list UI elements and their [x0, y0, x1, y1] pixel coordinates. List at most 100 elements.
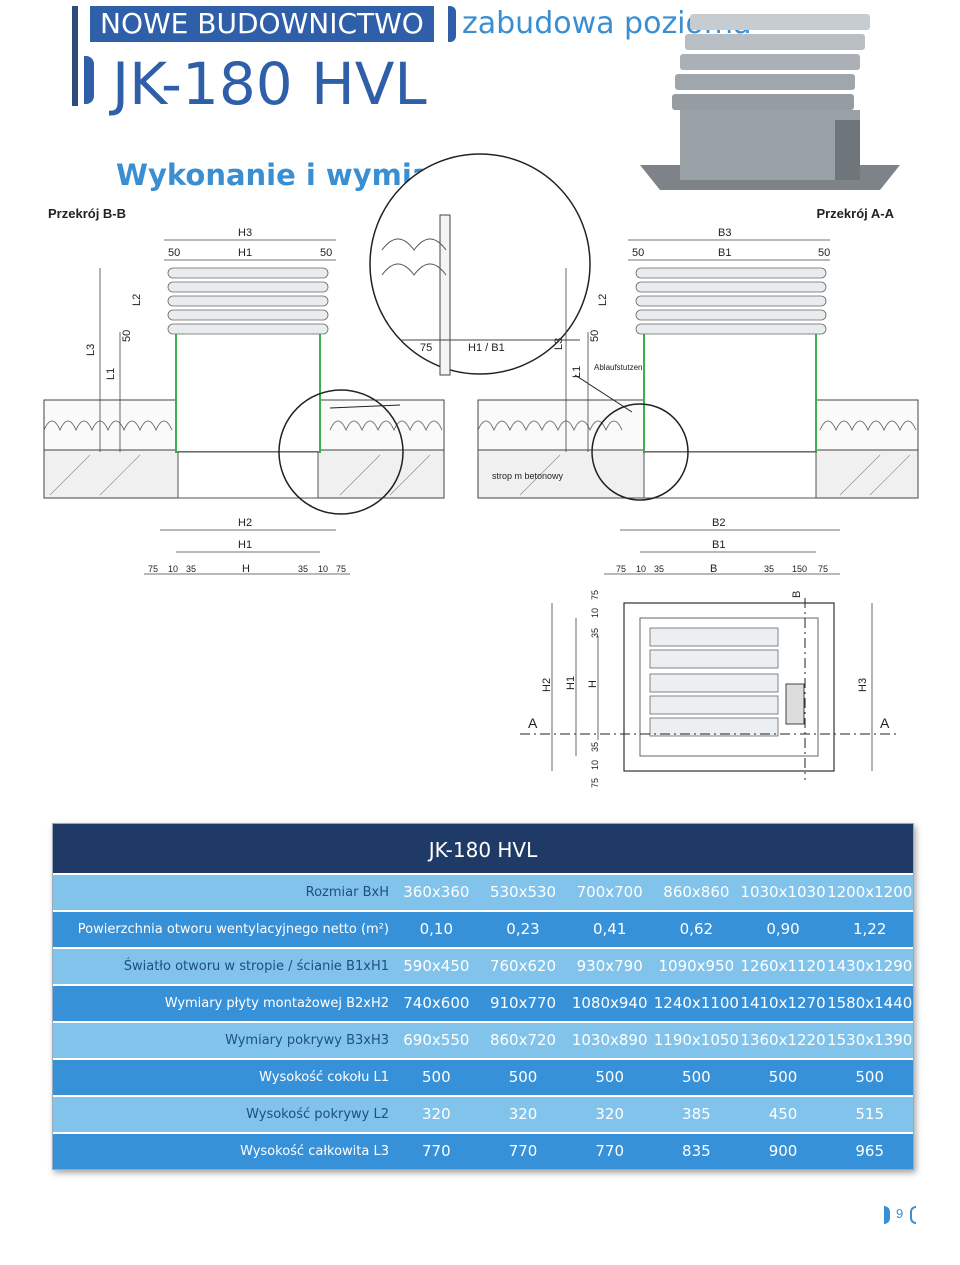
row-label: Wymiary płyty montażowej B2xH2 — [164, 996, 389, 1011]
cell: 1030x1030 — [740, 883, 826, 901]
cell: 1080x940 — [571, 994, 648, 1012]
dim-l3-left: L3 — [85, 344, 97, 356]
cell: 360x360 — [403, 883, 470, 901]
cell: 770 — [508, 1142, 538, 1160]
plan-h3: H3 — [857, 678, 869, 692]
cell: 590x450 — [403, 957, 470, 975]
cell: 0,41 — [592, 920, 627, 938]
detail-dim-75: 75 — [420, 342, 432, 354]
cell: 930x790 — [576, 957, 643, 975]
cell: 760x620 — [489, 957, 557, 975]
dim-b2-bottom: B2 — [712, 517, 725, 529]
cell: 740x600 — [403, 994, 470, 1012]
detail-dim-h1b1: H1 / B1 — [468, 342, 505, 354]
cell: 1200x1200 — [827, 883, 913, 901]
cell: 1530x1390 — [827, 1031, 913, 1049]
technical-drawing: 75 H1 / B1 H3 H1 50 50 B3 B1 50 50 L3 L1… — [43, 153, 919, 788]
cell: 500 — [855, 1068, 885, 1086]
cell: 0,10 — [419, 920, 454, 938]
cell: 385 — [682, 1105, 711, 1123]
dim-b-bottom: B — [710, 563, 717, 575]
dim-50-l1: 50 — [168, 247, 180, 259]
table-row: Powierzchnia otworu wentylacyjnego netto… — [53, 910, 913, 947]
cell: 320 — [422, 1105, 451, 1123]
cell: 1580x1440 — [827, 994, 913, 1012]
plan-75-bot: 75 — [590, 778, 600, 788]
dim-l3-right: L3 — [553, 338, 565, 350]
cell: 515 — [855, 1105, 885, 1123]
section-label-aa: Przekrój A-A — [816, 206, 894, 221]
cell: 1260x1120 — [740, 957, 826, 975]
cell: 1090x950 — [658, 957, 735, 975]
cell: 500 — [682, 1068, 711, 1086]
cell: 965 — [855, 1142, 885, 1160]
plan-75-top: 75 — [590, 590, 600, 600]
cell: 500 — [768, 1068, 798, 1086]
row-label: Wysokość pokrywy L2 — [246, 1107, 389, 1122]
dim-35-bl2: 35 — [298, 564, 308, 574]
row-label: Wymiary pokrywy B3xH3 — [225, 1033, 389, 1048]
dim-75-bl2: 75 — [336, 564, 346, 574]
row-label: Wysokość całkowita L3 — [240, 1144, 389, 1159]
cell: 770 — [595, 1142, 624, 1160]
model-title: JK-180 HVL — [112, 50, 427, 118]
dim-50-r1: 50 — [632, 247, 644, 259]
cell: 500 — [508, 1068, 538, 1086]
plan-10-top: 10 — [590, 608, 600, 618]
dim-50-r2: 50 — [818, 247, 830, 259]
row-label: Światło otworu w stropie / ścianie B1xH1 — [123, 959, 389, 974]
cell: 530x530 — [489, 883, 557, 901]
section-mark-a-left: A — [528, 715, 538, 731]
cell: 910x770 — [489, 994, 557, 1012]
dim-h3: H3 — [238, 227, 252, 239]
cell: 0,90 — [766, 920, 800, 938]
slab-label: strop m betonowy — [492, 471, 564, 481]
spec-table-title: JK-180 HVL — [53, 824, 913, 873]
dim-h1-bottom: H1 — [238, 539, 252, 551]
header-bar-mid — [448, 6, 456, 42]
dim-75-br2: 75 — [818, 564, 828, 574]
cell: 690x550 — [403, 1031, 470, 1049]
page-bracket-left-icon — [884, 1206, 890, 1224]
table-row: Wymiary pokrywy B3xH3 690x550 860x720 10… — [53, 1021, 913, 1058]
cell: 860x720 — [489, 1031, 557, 1049]
dim-h-bottom: H — [242, 563, 250, 575]
spec-table: JK-180 HVL Rozmiar BxH 360x360 530x530 7… — [52, 823, 914, 1170]
table-row: Wymiary płyty montażowej B2xH2 740x600 9… — [53, 984, 913, 1021]
row-label: Powierzchnia otworu wentylacyjnego netto… — [77, 922, 389, 937]
table-row: Wysokość całkowita L3 770 770 770 835 90… — [53, 1132, 913, 1169]
dim-l1-left: L1 — [105, 368, 117, 380]
cell: 900 — [768, 1142, 798, 1160]
dim-150-br: 150 — [792, 564, 807, 574]
plan-h2: H2 — [541, 678, 553, 692]
cell: 770 — [422, 1142, 451, 1160]
plan-35-bot: 35 — [590, 742, 600, 752]
table-row: Światło otworu w stropie / ścianie B1xH1… — [53, 947, 913, 984]
cell: 860x860 — [663, 883, 730, 901]
cell: 0,62 — [679, 920, 714, 938]
cell: 450 — [768, 1105, 798, 1123]
dim-l1-right: L1 — [571, 366, 583, 378]
drain-label: Ablaufstutzen — [594, 363, 642, 372]
dim-10-br1: 10 — [636, 564, 646, 574]
cell: 1430x1290 — [827, 957, 913, 975]
dim-50-left: 50 — [121, 330, 133, 342]
cell: 1190x1050 — [653, 1031, 739, 1049]
cell: 835 — [682, 1142, 711, 1160]
plan-35-top: 35 — [590, 628, 600, 638]
dim-b3: B3 — [718, 227, 731, 239]
cell: 500 — [595, 1068, 624, 1086]
page-bracket-right-icon — [910, 1206, 916, 1224]
dim-35-br1: 35 — [654, 564, 664, 574]
product-photo — [640, 14, 900, 190]
cell: 700x700 — [576, 883, 643, 901]
section-mark-b: B — [791, 591, 803, 598]
cell: 320 — [595, 1105, 624, 1123]
cell: 0,23 — [506, 920, 540, 938]
plan-10-bot: 10 — [590, 760, 600, 770]
dim-50-l2: 50 — [320, 247, 332, 259]
cell: 1360x1220 — [740, 1031, 826, 1049]
cell: 1,22 — [852, 920, 887, 938]
dim-50-right: 50 — [589, 330, 601, 342]
section-label-bb: Przekrój B-B — [48, 206, 127, 221]
